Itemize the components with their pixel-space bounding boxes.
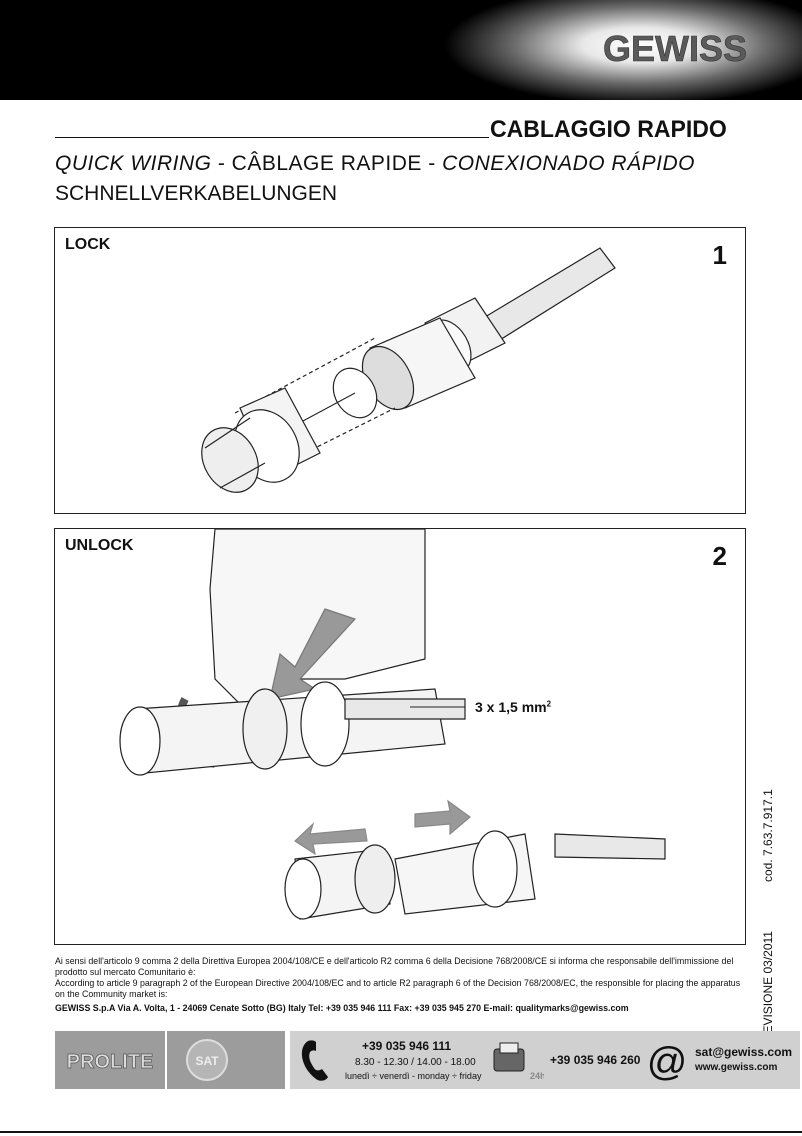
svg-text:PROLITE: PROLITE [67,1051,154,1073]
subtitle-line-1: QUICK WIRING - CÂBLAGE RAPIDE - CONEXION… [55,152,695,176]
footer: PROLITE SAT +39 035 946 111 8.30 - 12.30… [55,1031,800,1089]
fax-icon: 24h [493,1042,544,1081]
unlock-panel: UNLOCK 2 3 x 1,5 mm2 [54,528,746,945]
subtitle-en: QUICK WIRING [55,152,212,175]
prolite-logo: PROLITE [55,1031,165,1089]
svg-text:@: @ [647,1040,688,1083]
phone-number: +39 035 946 111 [362,1039,452,1053]
phone-icon [301,1040,328,1081]
lock-panel: LOCK 1 [54,227,746,514]
title-rule [55,137,489,138]
bottom-rule [0,1131,802,1133]
fax-number: +39 035 946 260 [550,1053,641,1067]
step-number: 1 [712,240,727,270]
legal-en: According to article 9 paragraph 2 of th… [55,978,741,1000]
gewiss-logo: GEWISS [603,28,748,68]
contact-bar: +39 035 946 111 8.30 - 12.30 / 14.00 - 1… [290,1031,800,1089]
website-link[interactable]: www.gewiss.com [695,1062,778,1073]
lock-illustration [201,247,616,493]
company-info: GEWISS S.p.A Via A. Volta, 1 - 24069 Cen… [55,1003,629,1014]
wire-spec-text: 3 x 1,5 mm [475,699,547,715]
document-code: cod. 7.63.7.917.1 [757,770,781,900]
email-link[interactable]: sat@gewiss.com [695,1045,793,1059]
office-days: lunedì ÷ venerdì - monday ÷ friday [345,1071,482,1081]
step-number: 2 [712,541,727,571]
sat-logo: SAT [167,1031,285,1089]
legal-it: Ai sensi dell'articolo 9 comma 2 della D… [55,956,734,978]
subtitle-fr: CÂBLAGE RAPIDE [231,152,422,175]
lock-label: LOCK [65,236,111,253]
subtitle-sep: - [421,152,443,175]
svg-text:24h: 24h [530,1071,544,1081]
header-band [0,0,802,100]
subtitle-es: CONEXIONADO RÁPIDO [442,152,695,175]
svg-text:SAT: SAT [195,1054,219,1068]
document-code-text: cod. 7.63.7.917.1 [761,789,775,882]
office-hours: 8.30 - 12.30 / 14.00 - 18.00 [355,1057,476,1068]
unlock-illustration [119,529,666,920]
page-title: CABLAGGIO RAPIDO [490,116,727,143]
svg-text:GEWISS: GEWISS [603,28,747,68]
subtitle-de: SCHNELLVERKABELUNGEN [55,182,338,205]
legal-notice: Ai sensi dell'articolo 9 comma 2 della D… [55,956,745,1014]
wire-spec-sup: 2 [546,699,552,709]
unlock-label: UNLOCK [65,537,134,554]
subtitle-sep: - [211,152,232,175]
at-icon: @ [647,1040,688,1083]
wire-spec-label: 3 x 1,5 mm2 [475,699,551,715]
